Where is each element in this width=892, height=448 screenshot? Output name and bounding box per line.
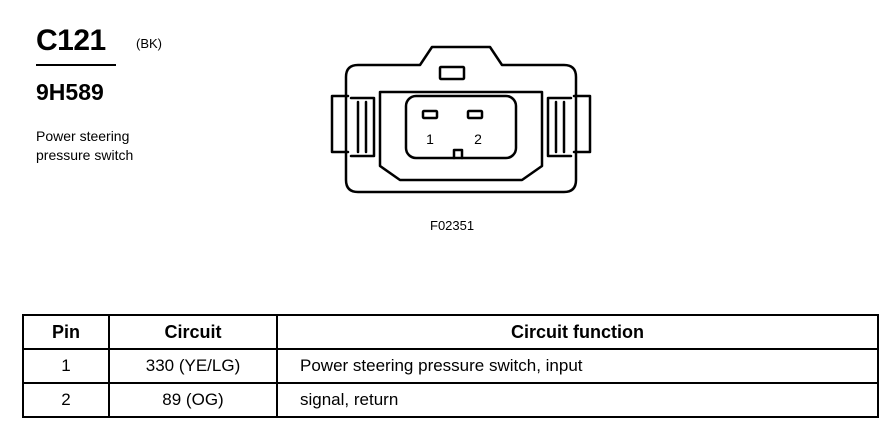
table-row: 2 89 (OG) signal, return	[22, 382, 879, 418]
connector-housing-outline	[344, 45, 578, 194]
row-1-circuit: 330 (YE/LG)	[108, 348, 278, 384]
terminal-2	[466, 109, 484, 120]
connector-color: (BK)	[136, 36, 162, 51]
pin-label-2: 2	[474, 131, 482, 147]
header-circuit-function: Circuit function	[276, 314, 879, 350]
title-divider	[36, 64, 116, 66]
terminal-1	[421, 109, 439, 120]
header-pin: Pin	[22, 314, 110, 350]
row-2-pin: 2	[22, 382, 110, 418]
row-2-circuit: 89 (OG)	[108, 382, 278, 418]
table-header-row: Pin Circuit Circuit function	[22, 314, 879, 350]
keyway-notch	[452, 148, 464, 160]
component-description: Power steering pressure switch	[36, 127, 196, 165]
pinout-table: Pin Circuit Circuit function 1 330 (YE/L…	[22, 314, 879, 418]
table-row: 1 330 (YE/LG) Power steering pressure sw…	[22, 348, 879, 384]
row-1-function: Power steering pressure switch, input	[276, 348, 879, 384]
right-latch	[572, 94, 592, 154]
description-line-1: Power steering	[36, 128, 130, 144]
connector-id: C121	[36, 24, 106, 57]
connector-face-diagram: 1 2	[330, 45, 592, 194]
mating-face-wall	[378, 90, 544, 182]
header-circuit: Circuit	[108, 314, 278, 350]
left-latch	[330, 94, 350, 154]
figure-id: F02351	[430, 218, 475, 233]
left-latch-inner	[349, 96, 376, 158]
pin-label-1: 1	[426, 131, 434, 147]
row-1-pin: 1	[22, 348, 110, 384]
part-number: 9H589	[36, 79, 104, 105]
terminal-cavity	[404, 94, 518, 160]
description-line-2: pressure switch	[36, 147, 134, 163]
right-latch-inner	[546, 96, 573, 158]
top-latch	[438, 65, 466, 81]
row-2-function: signal, return	[276, 382, 879, 418]
